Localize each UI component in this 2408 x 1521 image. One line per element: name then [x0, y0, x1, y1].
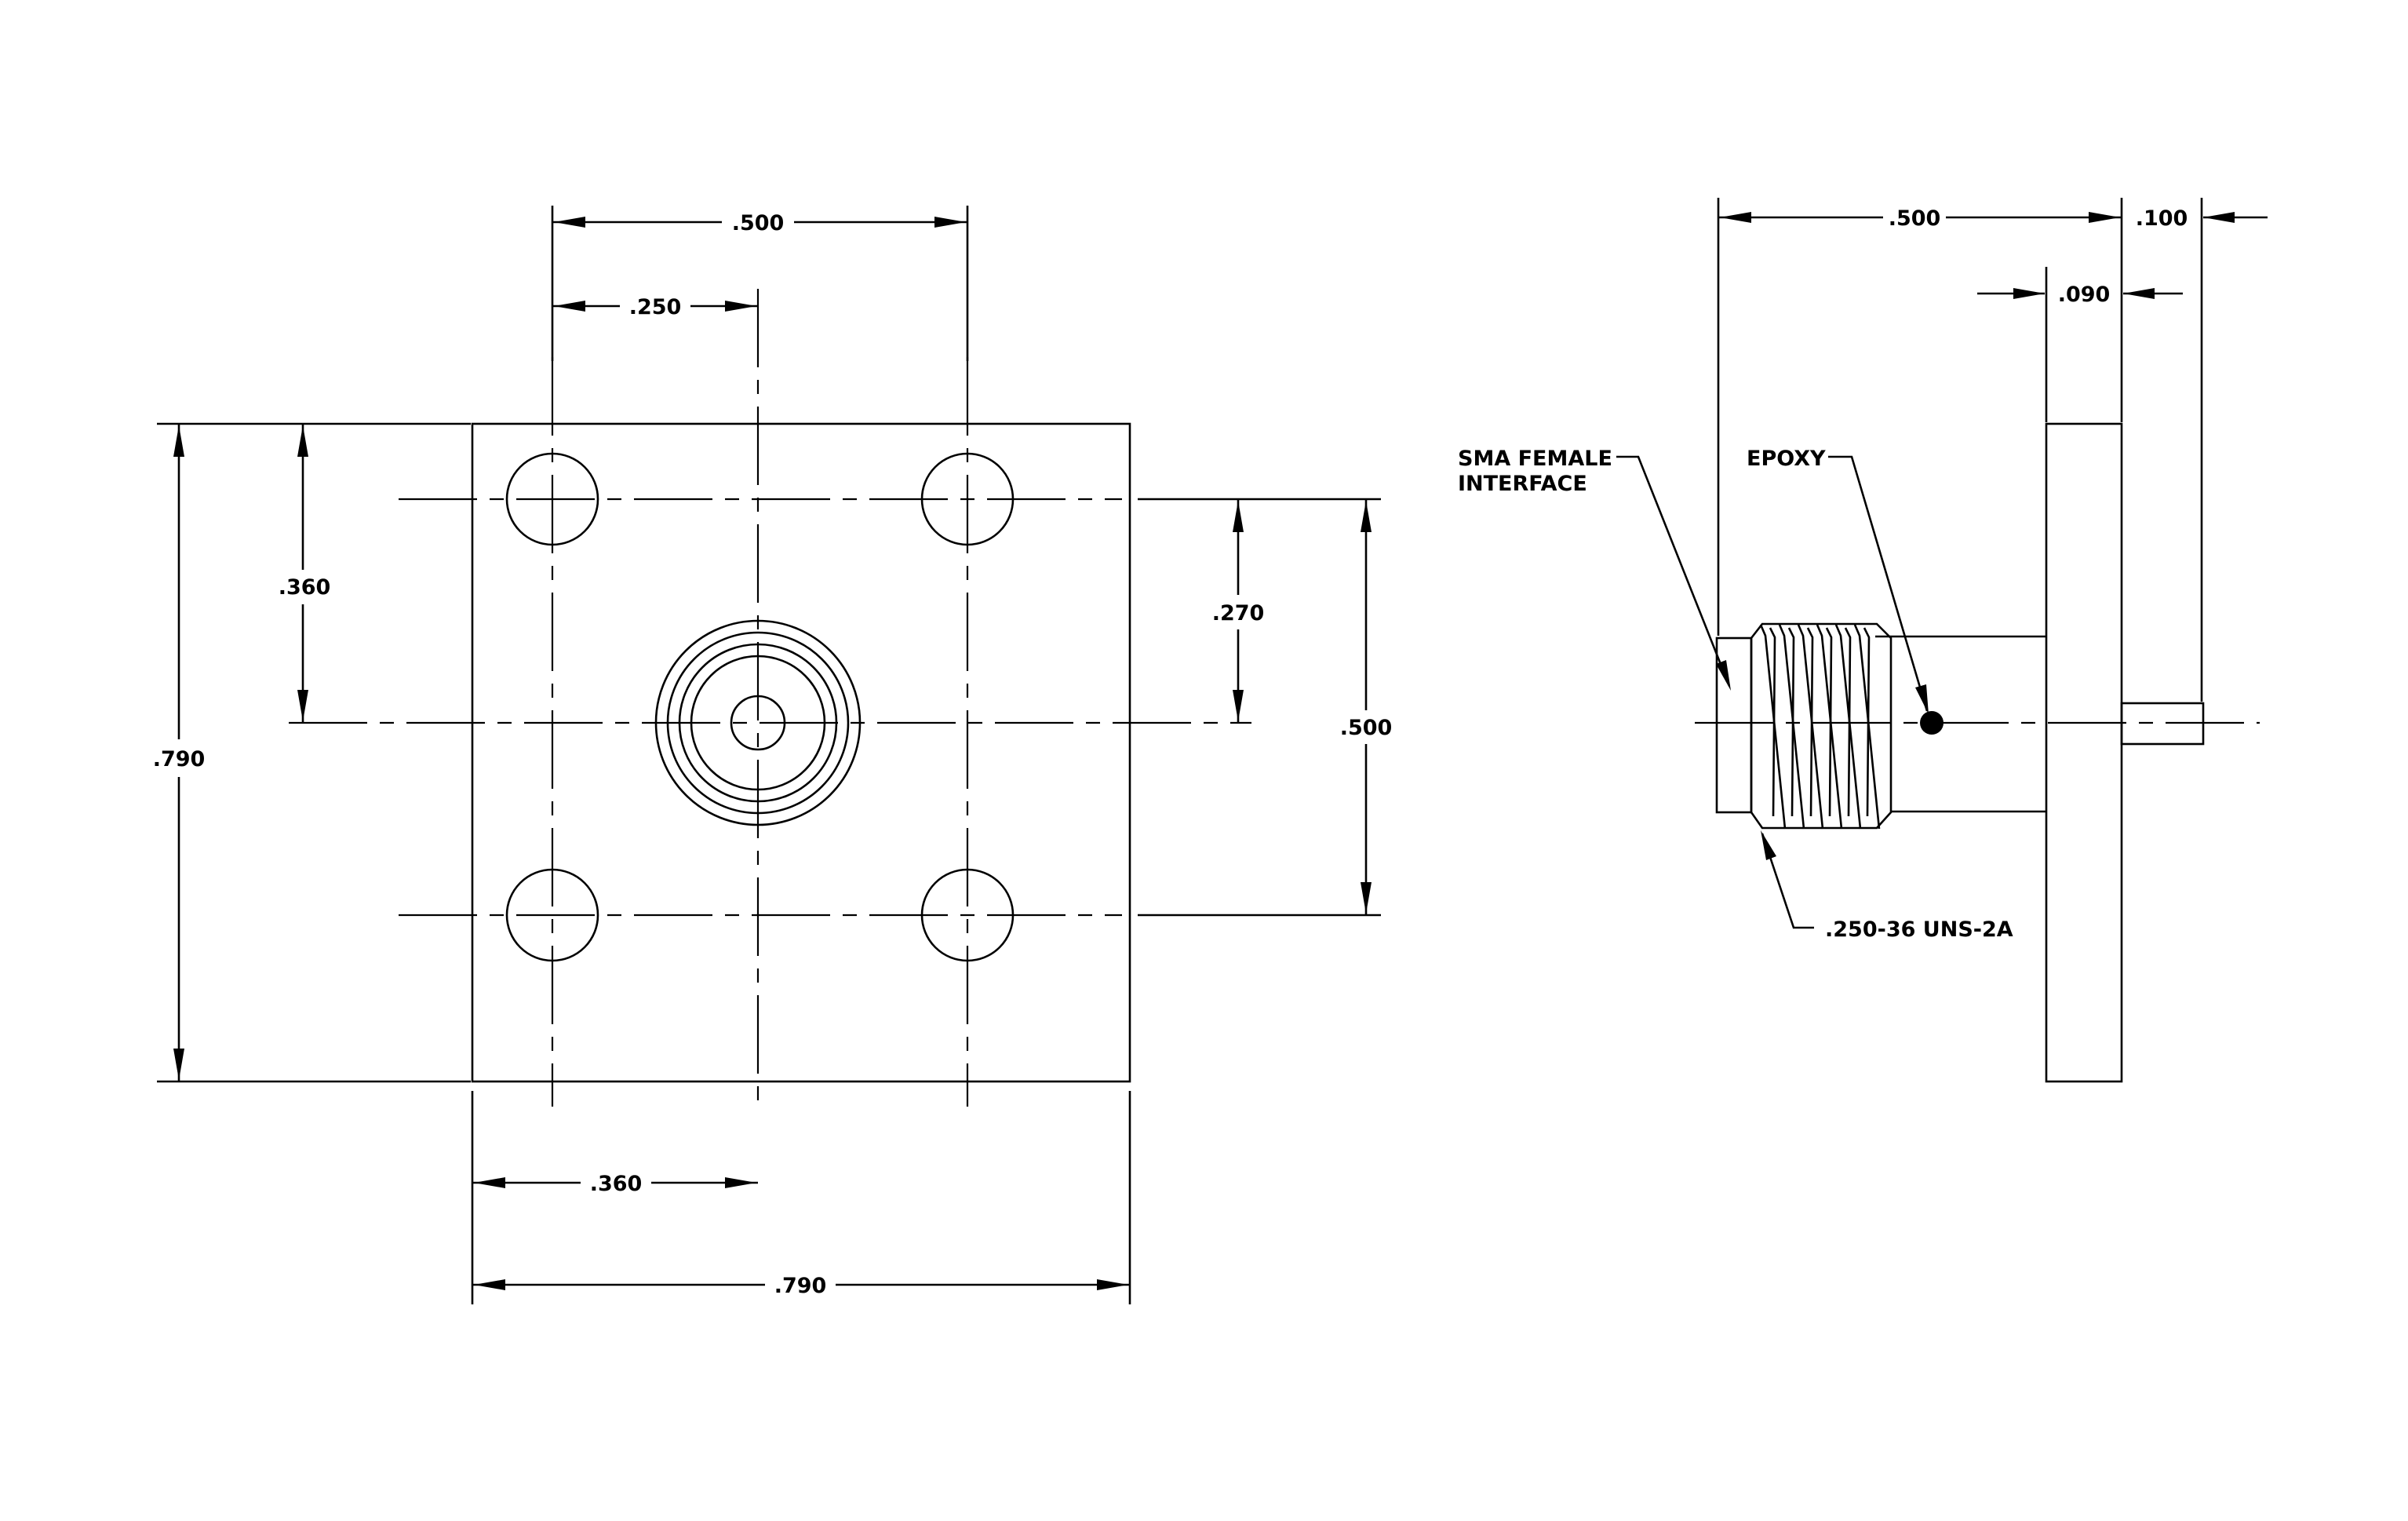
side-view: .500 .100 .090 SMA FEMALE INTERFACE EPOX…	[1458, 198, 2268, 1083]
arrowhead	[934, 217, 966, 228]
dim-hole-to-center-top: .250	[629, 295, 682, 319]
thread-crest	[1816, 624, 1843, 830]
arrowhead	[1361, 501, 1372, 532]
dim-hole-spacing-right: .500	[1340, 716, 1393, 740]
arrowhead	[297, 425, 308, 457]
arrowhead	[1716, 660, 1731, 691]
label-interface-line1: SMA FEMALE	[1458, 447, 1612, 471]
arrowhead	[554, 301, 585, 312]
arrowhead	[1761, 830, 1776, 860]
arrowhead	[2123, 288, 2155, 299]
arrowhead	[1915, 684, 1929, 714]
label-interface-line2: INTERFACE	[1458, 472, 1587, 496]
dim-hole-to-center-right: .270	[1212, 601, 1265, 626]
arrowhead	[2013, 288, 2045, 299]
leader-interface	[1616, 455, 1731, 687]
arrowhead	[173, 425, 184, 457]
arrowhead	[1233, 690, 1244, 721]
dim-center-height: .360	[279, 575, 331, 600]
arrowhead	[1097, 1279, 1128, 1290]
arrowhead	[725, 301, 756, 312]
thread-crest	[1853, 624, 1881, 830]
epoxy-dot	[1920, 711, 1944, 735]
arrowhead	[1361, 882, 1372, 914]
dim-hole-spacing-top: .500	[732, 211, 785, 235]
thread-root	[1769, 627, 1776, 817]
dim-pin-length: .100	[2136, 206, 2188, 231]
arrowhead	[1720, 212, 1751, 223]
thread-outline	[1750, 622, 1893, 830]
thread-crest	[1797, 624, 1824, 830]
dim-center-width: .360	[590, 1172, 643, 1196]
arrowhead	[297, 690, 308, 721]
thread-root	[1787, 627, 1795, 817]
thread-crest	[1834, 624, 1862, 830]
dim-body-length: .500	[1889, 206, 1941, 231]
thread-root	[1863, 627, 1871, 817]
arrowhead	[474, 1177, 505, 1188]
flange-outline	[471, 422, 1131, 1083]
arrowhead	[2203, 212, 2235, 223]
arrowhead	[474, 1279, 505, 1290]
label-epoxy: EPOXY	[1747, 447, 1826, 471]
side-flange	[2045, 422, 2123, 1083]
thread-root	[1844, 627, 1852, 817]
dim-flange-thickness: .090	[2058, 283, 2111, 307]
arrowhead	[2089, 212, 2120, 223]
label-thread: .250-36 UNS-2A	[1825, 917, 2013, 942]
arrowhead	[725, 1177, 756, 1188]
thread-crest	[1778, 624, 1805, 830]
arrowhead	[554, 217, 585, 228]
leader-epoxy	[1828, 455, 1929, 712]
arrowhead	[173, 1049, 184, 1080]
dim-overall-height: .790	[153, 747, 206, 771]
dim-overall-width: .790	[774, 1274, 827, 1298]
thread-root	[1825, 627, 1833, 817]
leader-thread	[1761, 833, 1814, 929]
thread-crest	[1759, 624, 1787, 830]
arrowhead	[1233, 501, 1244, 532]
front-view: .500 .250 .790 .360 .270 .500	[153, 206, 1393, 1304]
thread-root	[1806, 627, 1814, 817]
